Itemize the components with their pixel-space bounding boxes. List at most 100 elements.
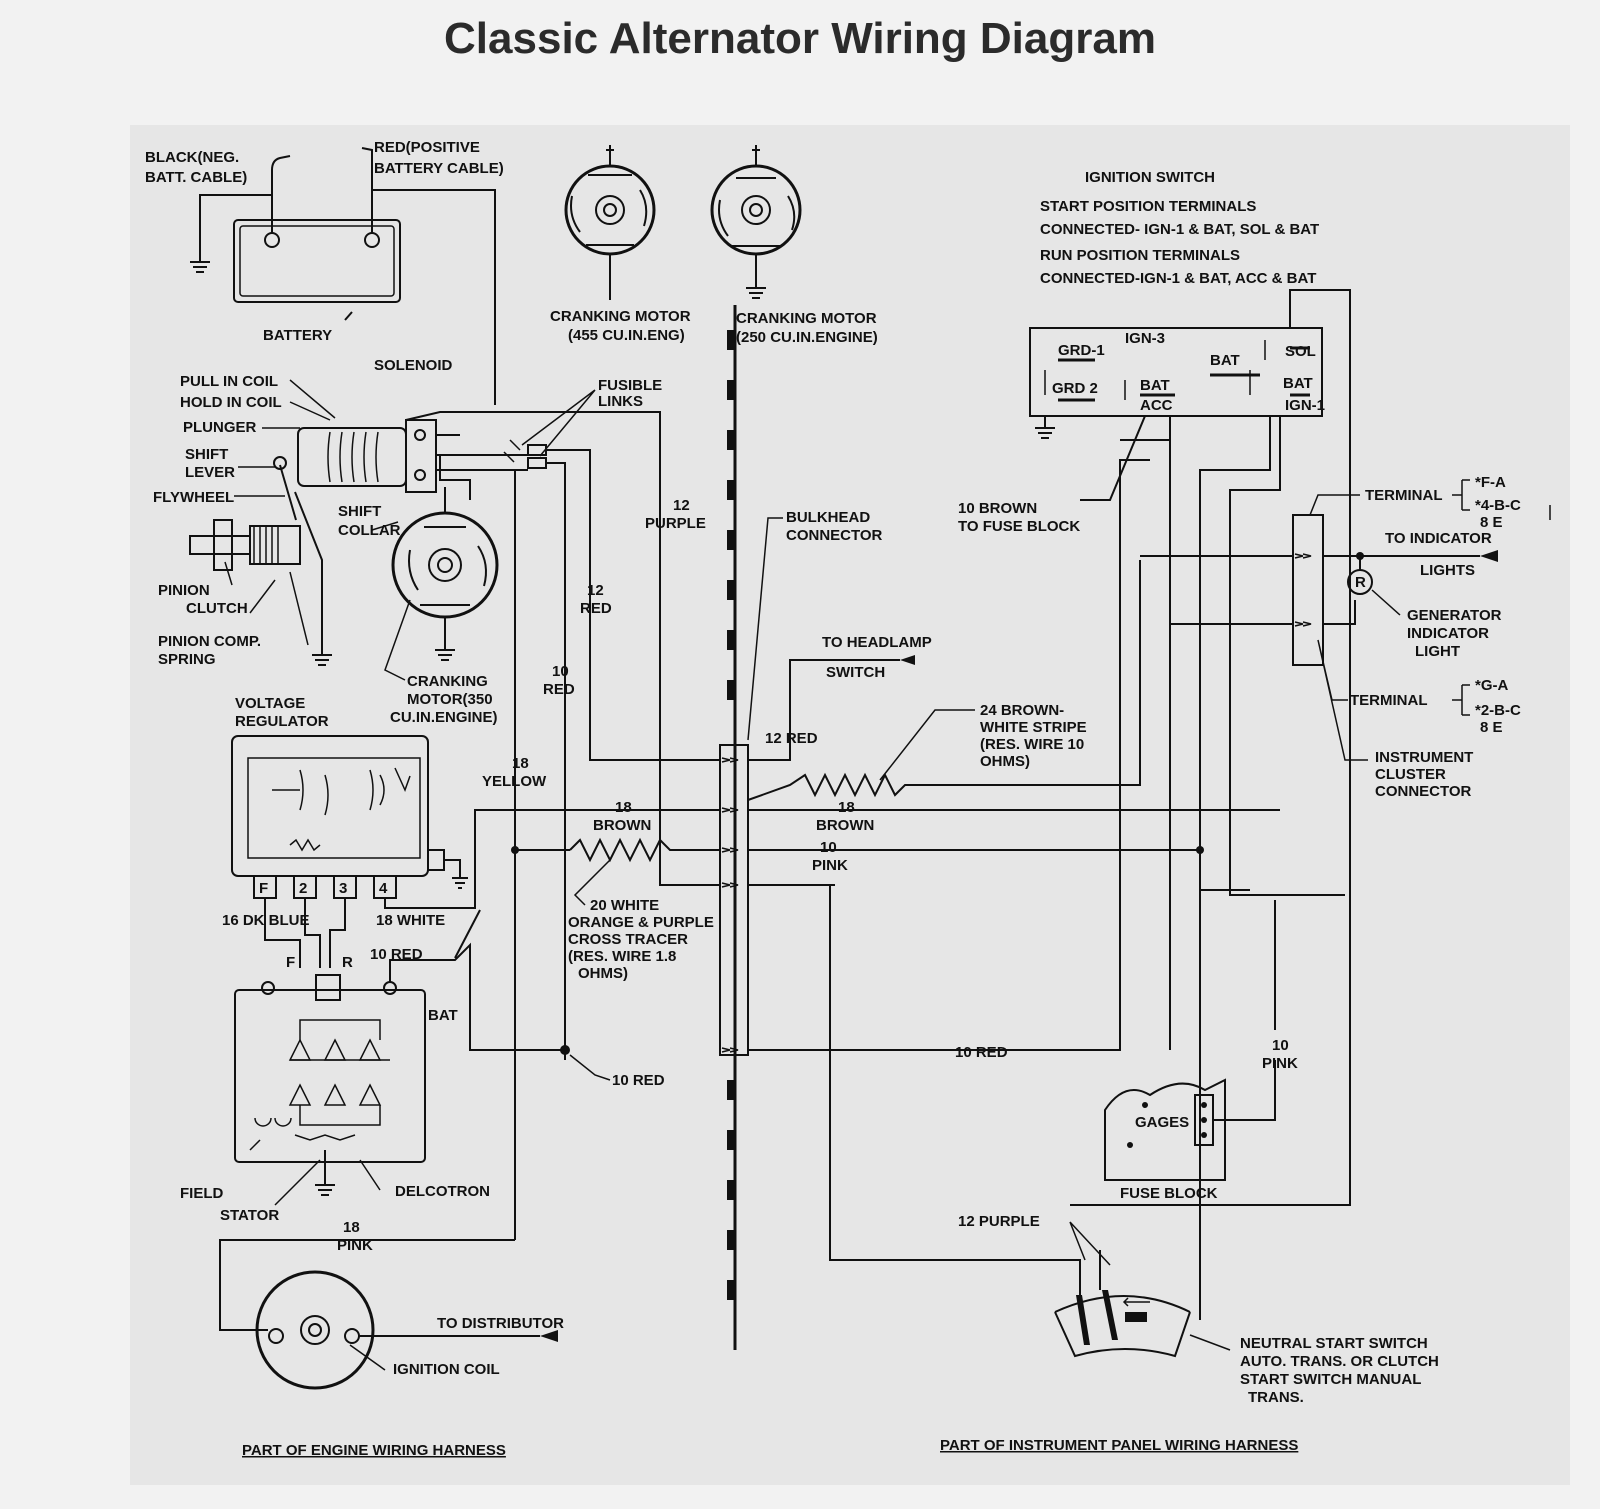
label-sol: SOL	[1285, 343, 1316, 360]
label-field: FIELD	[180, 1185, 223, 1202]
label-stator: STATOR	[220, 1207, 279, 1224]
label-run-pos: RUN POSITION TERMINALS	[1040, 247, 1240, 264]
label-ignition-coil: IGNITION COIL	[393, 1361, 500, 1378]
label-brown-white-2: WHITE STRIPE	[980, 719, 1087, 736]
label-fusible-2: LINKS	[598, 393, 643, 410]
bulkhead-connector	[719, 305, 749, 1350]
label-neutral-1: NEUTRAL START SWITCH	[1240, 1335, 1428, 1352]
leader-bulkhead	[747, 517, 783, 741]
label-cranking-motor-455-2: (455 CU.IN.ENG)	[568, 327, 685, 344]
leader-red-10-bottom	[569, 1054, 611, 1081]
label-pull-in-coil: PULL IN COIL	[180, 373, 278, 390]
label-cranking-350-1: CRANKING	[407, 673, 488, 690]
instrument-cluster-connector	[1140, 479, 1551, 761]
label-neutral-2: AUTO. TRANS. OR CLUTCH	[1240, 1353, 1439, 1370]
label-battery: BATTERY	[263, 327, 332, 344]
label-batt-cable: BATT. CABLE)	[145, 169, 247, 186]
label-ga: *G-A	[1475, 677, 1509, 694]
label-white-20-4: (RES. WIRE 1.8	[568, 948, 676, 965]
label-cranking-350-3: CU.IN.ENGINE)	[390, 709, 498, 726]
label-pinion-comp: PINION COMP.	[158, 633, 261, 650]
label-pink-18-b: PINK	[337, 1237, 373, 1254]
leader-cranking-350	[384, 599, 411, 681]
wire-regulator-3	[329, 898, 346, 968]
label-plunger: PLUNGER	[183, 419, 257, 436]
label-red-10-long: 10 RED	[955, 1044, 1008, 1061]
page-title: Classic Alternator Wiring Diagram	[444, 14, 1156, 63]
label-red-positive: RED(POSITIVE	[374, 139, 480, 156]
label-cranking-motor-250-1: CRANKING MOTOR	[736, 310, 877, 327]
label-start-conn: CONNECTED- IGN-1 & BAT, SOL & BAT	[1040, 221, 1319, 238]
leader-24-brown-white	[879, 709, 975, 781]
label-e8-top: 8 E	[1480, 514, 1503, 531]
label-battery-cable: BATTERY CABLE)	[374, 160, 504, 177]
label-12-red-conn: 12 RED	[765, 730, 818, 747]
label-fa: *F-A	[1475, 474, 1506, 491]
label-neutral-3: START SWITCH MANUAL	[1240, 1371, 1421, 1388]
wire-20-white-resistor	[569, 837, 720, 863]
label-fuse-block: FUSE BLOCK	[1120, 1185, 1218, 1202]
label-red-12-a: 12	[587, 582, 604, 599]
terminal-2: 2	[299, 880, 307, 897]
label-purple-12-a: 12	[673, 497, 690, 514]
label-cranking-motor-455-1: CRANKING MOTOR	[550, 308, 691, 325]
label-brown-18-left-b: BROWN	[593, 817, 651, 834]
label-gages: GAGES	[1135, 1114, 1189, 1131]
label-cluster-2: CLUSTER	[1375, 766, 1446, 783]
label-brown-10-1: 10 BROWN	[958, 500, 1037, 517]
label-dk-blue: 16 DK BLUE	[222, 912, 310, 929]
label-e8-bottom: 8 E	[1480, 719, 1503, 736]
label-brown-10-2: TO FUSE BLOCK	[958, 518, 1080, 535]
label-bat-top: BAT	[1210, 352, 1240, 369]
label-yellow-18-a: 18	[512, 755, 529, 772]
label-shift-collar-1: SHIFT	[338, 503, 381, 520]
wire-regulator-f	[264, 898, 301, 968]
label-white-20-5: OHMS)	[578, 965, 628, 982]
label-red-10-b: RED	[543, 681, 575, 698]
label-red-10-a: 10	[552, 663, 569, 680]
label-hold-in-coil: HOLD IN COIL	[180, 394, 282, 411]
label-neutral-4: TRANS.	[1248, 1389, 1304, 1406]
label-lights: LIGHTS	[1420, 562, 1475, 579]
label-fusible-1: FUSIBLE	[598, 377, 662, 394]
label-brown-18-right-a: 18	[838, 799, 855, 816]
cranking-motor-250	[710, 145, 802, 299]
label-white-20-3: CROSS TRACER	[568, 931, 688, 948]
wire-24-brown-white	[747, 560, 1141, 801]
label-pink-18-a: 18	[343, 1219, 360, 1236]
label-voltage-1: VOLTAGE	[235, 695, 305, 712]
label-pink-10-right-a: 10	[820, 839, 837, 856]
label-voltage-2: REGULATOR	[235, 713, 329, 730]
label-red-12-b: RED	[580, 600, 612, 617]
label-red-10-bottom: 10 RED	[612, 1072, 665, 1089]
wire-12-purple	[659, 500, 720, 886]
label-white-18: 18 WHITE	[376, 912, 445, 929]
label-solenoid: SOLENOID	[374, 357, 453, 374]
label-bc4: *4-B-C	[1475, 497, 1521, 514]
terminal-4: 4	[379, 880, 388, 897]
label-purple-12-b: PURPLE	[645, 515, 706, 532]
label-start-pos: START POSITION TERMINALS	[1040, 198, 1256, 215]
label-terminal-bottom: TERMINAL	[1350, 692, 1428, 709]
label-cluster-1: INSTRUMENT	[1375, 749, 1473, 766]
label-lever: LEVER	[185, 464, 235, 481]
label-r: R	[1355, 574, 1366, 591]
wire-regulator-2	[304, 898, 321, 968]
label-clutch: CLUTCH	[186, 600, 248, 617]
battery	[190, 147, 496, 405]
label-purple-12-bottom: 12 PURPLE	[958, 1213, 1040, 1230]
label-to-indicator: TO INDICATOR	[1385, 530, 1492, 547]
fusible-links	[470, 389, 720, 1060]
label-shift: SHIFT	[185, 446, 228, 463]
label-grd2: GRD 2	[1052, 380, 1098, 397]
cranking-motor-350	[391, 487, 499, 661]
label-flywheel: FLYWHEEL	[153, 489, 234, 506]
cranking-motor-455	[564, 145, 656, 300]
ignition-coil	[255, 1270, 558, 1390]
label-fr-f: F	[286, 954, 295, 971]
label-cluster-3: CONNECTOR	[1375, 783, 1472, 800]
label-bat: BAT	[428, 1007, 458, 1024]
label-brown-white-1: 24 BROWN-	[980, 702, 1064, 719]
arrow-headlamp	[900, 655, 915, 665]
label-brown-white-4: OHMS)	[980, 753, 1030, 770]
